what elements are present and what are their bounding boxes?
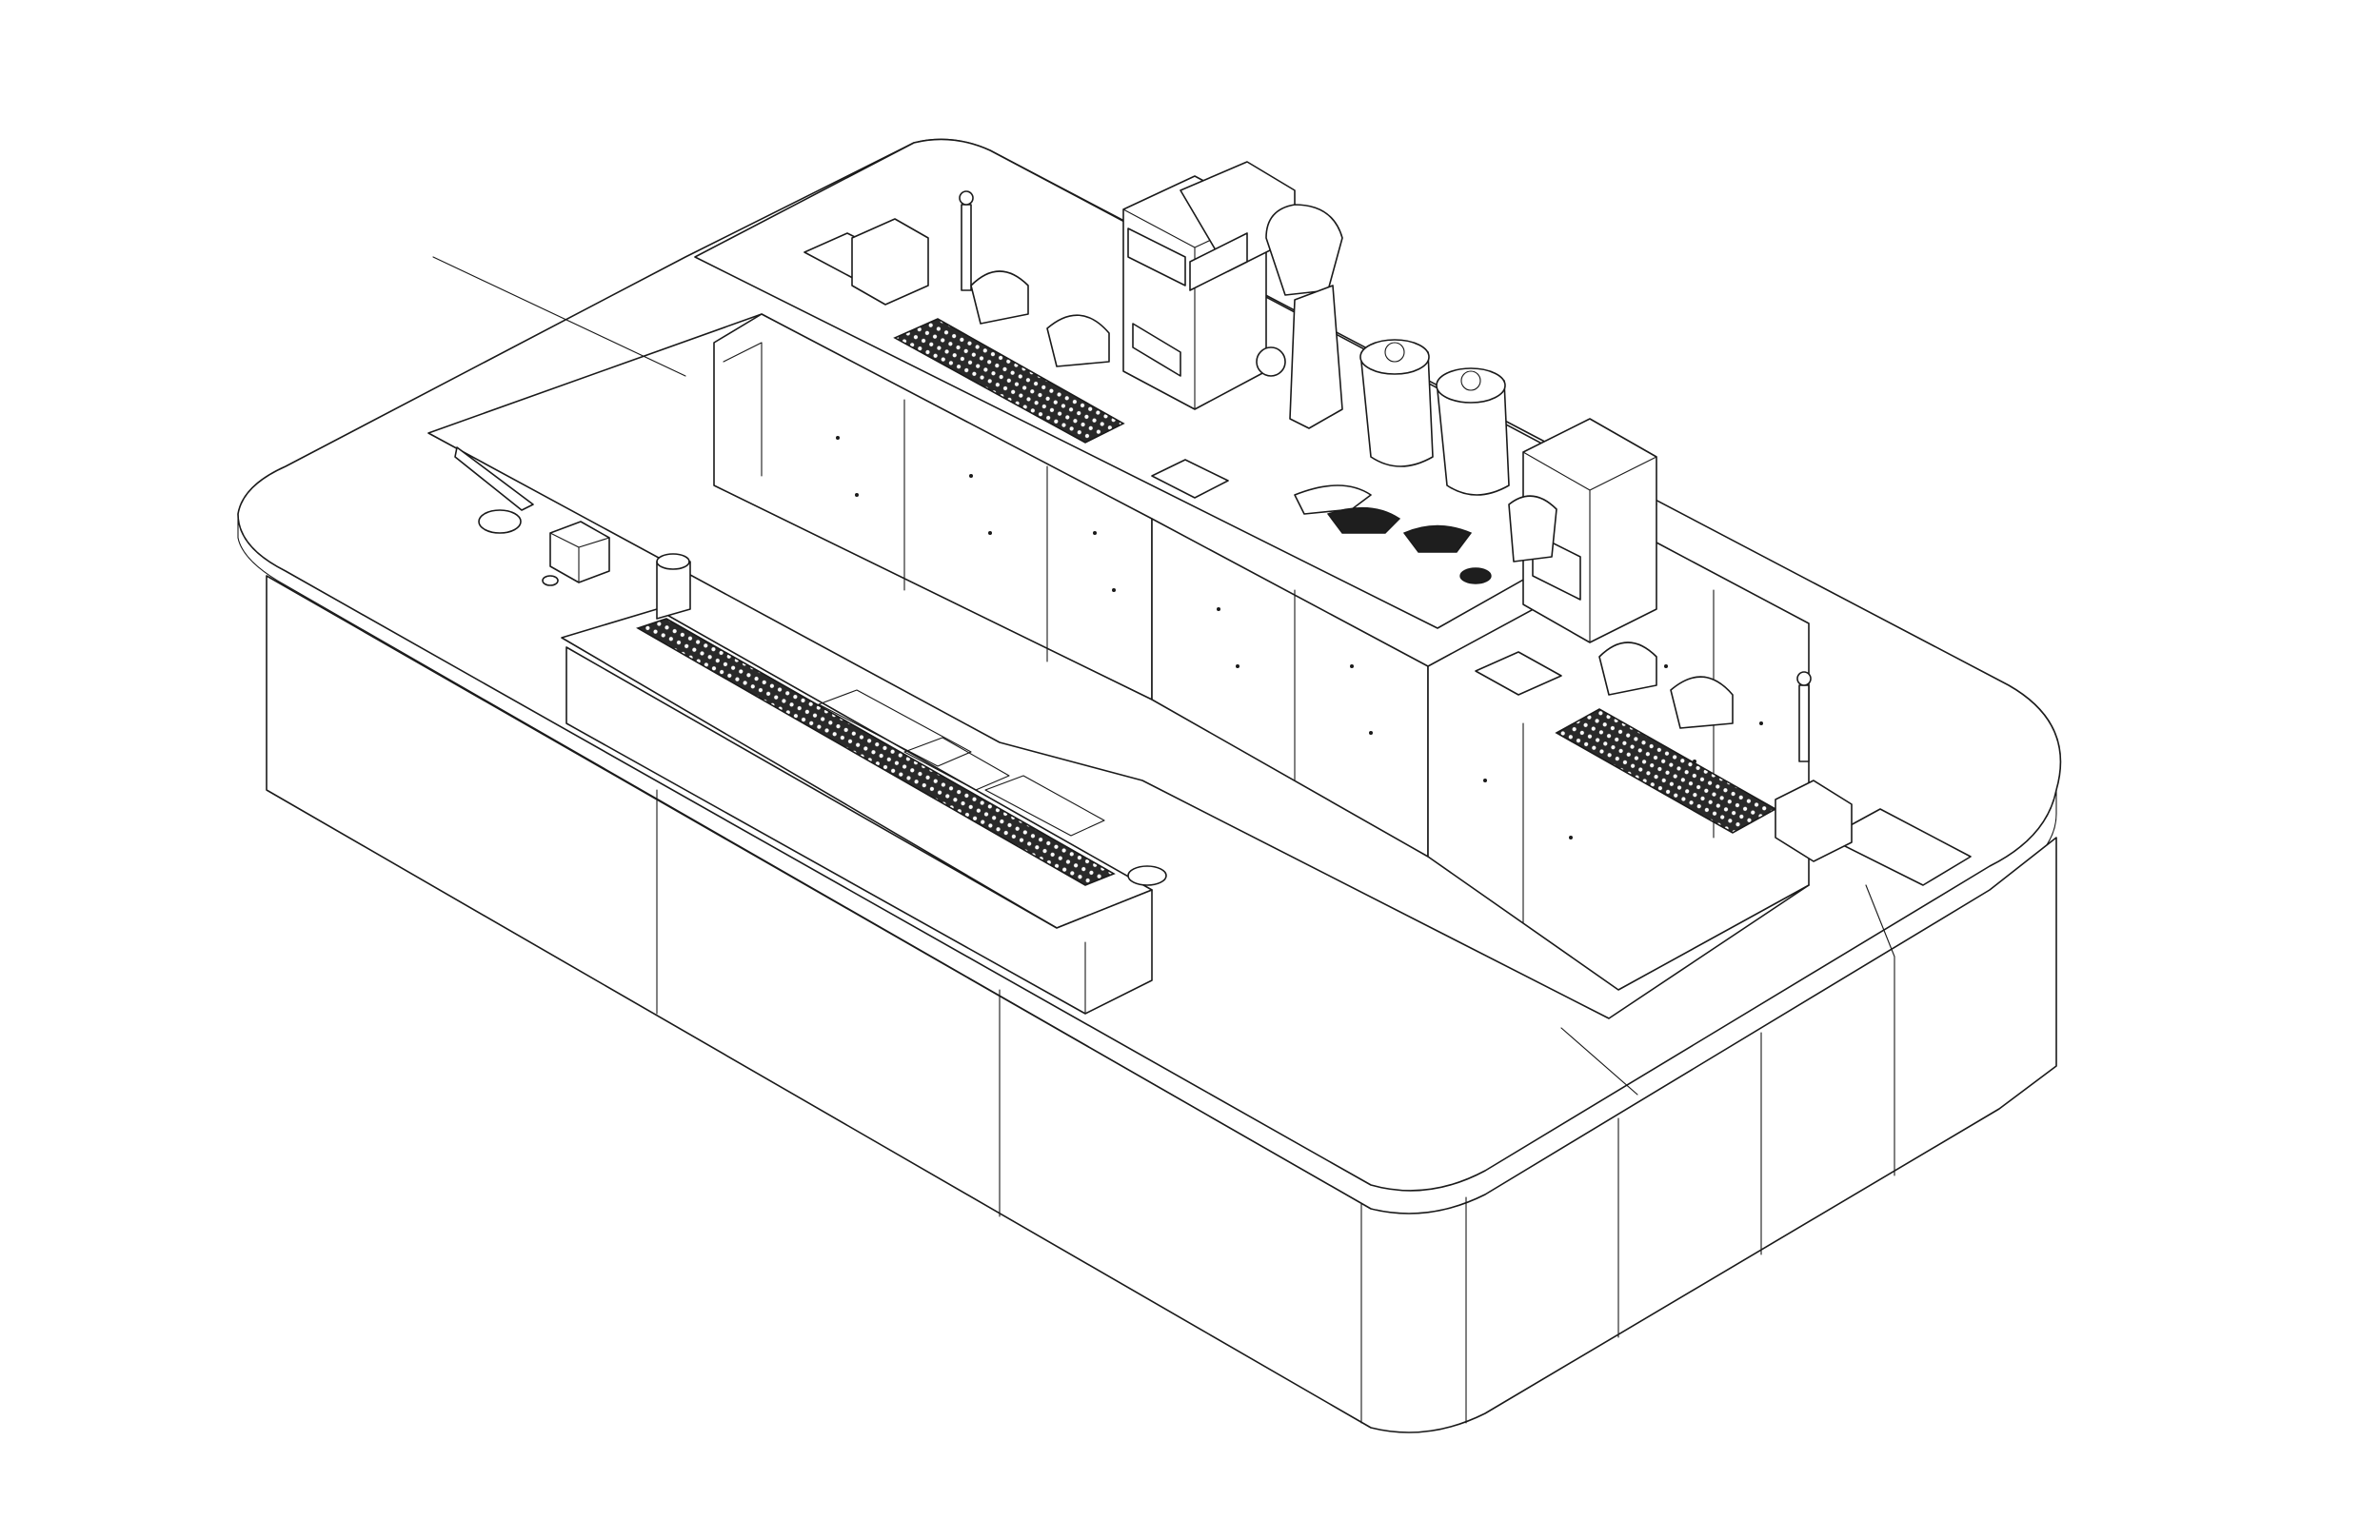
espresso-machine-left: [1122, 161, 1296, 410]
drip-tray-left: [893, 318, 1125, 444]
counter-front-skirt: [266, 575, 2057, 1433]
espresso-machine-right: [1508, 418, 1657, 643]
rinse-drip-tray: [636, 618, 1116, 886]
waste-bin: [1827, 808, 1972, 886]
front-bar-module: [454, 446, 1167, 1015]
hot-water-urns: [1359, 339, 1510, 584]
coffee-grinder: [1256, 204, 1401, 534]
